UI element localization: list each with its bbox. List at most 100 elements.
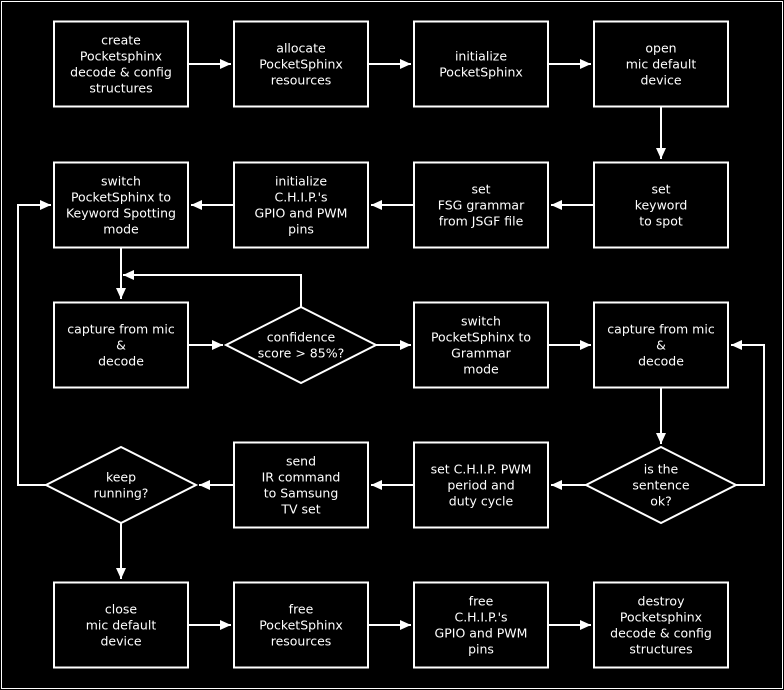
process-box [233, 441, 369, 529]
node-label-line: ok? [650, 494, 672, 509]
node-label-line: decode & config [610, 626, 712, 641]
node-label-line: set [651, 182, 670, 197]
node-label-line: from JSGF file [439, 214, 524, 229]
node-label-line: Pocketsphinx [620, 610, 702, 625]
node-label-line: FSG grammar [438, 198, 525, 213]
node-label-line: decode [98, 354, 144, 369]
node-label-line: keyword [635, 198, 688, 213]
process-box [593, 581, 729, 669]
node-label-line: C.H.I.P.'s [274, 190, 327, 205]
node-label-line: initialize [275, 174, 327, 189]
node-label-line: sentence [632, 478, 690, 493]
node-label-line: PocketSphinx [439, 65, 523, 80]
node-label-line: duty cycle [449, 494, 514, 509]
node-label-line: free [469, 594, 494, 609]
process-box [53, 301, 189, 389]
process-box [413, 20, 549, 108]
process-box [413, 301, 549, 389]
node-label-line: to Samsung [264, 486, 339, 501]
node-label-line: to spot [639, 214, 683, 229]
node-label-line: resources [271, 73, 332, 88]
node-label-line: keep [106, 470, 136, 485]
node-label-line: initialize [455, 49, 507, 64]
process-box [53, 581, 189, 669]
process-box [413, 441, 549, 529]
node-label-line: set [471, 182, 490, 197]
edge-keep-running-loop [17, 200, 51, 486]
node-label-line: mic default [86, 618, 157, 633]
node-label-line: destroy [638, 594, 686, 609]
node-label-line: TV set [280, 502, 320, 517]
node-label-line: open [645, 41, 676, 56]
edge-sentence-no-loop [731, 340, 765, 486]
node-label-line: pins [468, 642, 494, 657]
node-label-line: send [286, 454, 316, 469]
node-label-line: structures [629, 642, 692, 657]
node-label-line: resources [271, 634, 332, 649]
process-box [53, 20, 189, 108]
node-label-line: & [116, 338, 126, 353]
node-label-line: C.H.I.P.'s [454, 610, 507, 625]
node-label-line: & [656, 338, 666, 353]
process-box [593, 161, 729, 249]
node-label-line: GPIO and PWM [435, 626, 528, 641]
node-label-line: confidence [267, 330, 336, 345]
node-label-line: decode [638, 354, 684, 369]
node-label-line: device [100, 634, 141, 649]
node-label-line: capture from mic [607, 322, 715, 337]
node-label-line: mode [463, 362, 499, 377]
process-box [593, 20, 729, 108]
node-label-line: score > 85%? [258, 346, 344, 361]
node-label-line: mode [103, 222, 139, 237]
node-label-line: switch [461, 314, 501, 329]
node-label-line: device [640, 73, 681, 88]
node-label-line: PocketSphinx [259, 618, 343, 633]
node-label-line: pins [288, 222, 314, 237]
node-label-line: mic default [626, 57, 697, 72]
node-capture-1: capture from mic&decode [53, 301, 189, 389]
process-box [593, 301, 729, 389]
node-label-line: Keyword Spotting [66, 206, 176, 221]
node-label-line: create [101, 33, 141, 48]
decision-diamond [223, 305, 379, 385]
node-label-line: switch [101, 174, 141, 189]
decision-diamond [43, 445, 199, 525]
node-label-line: allocate [276, 41, 326, 56]
node-label-line: structures [89, 81, 152, 96]
node-label-line: running? [94, 486, 149, 501]
node-label-line: GPIO and PWM [255, 206, 348, 221]
process-box [233, 161, 369, 249]
node-label-line: close [105, 602, 138, 617]
node-label-line: PocketSphinx to [71, 190, 171, 205]
edge-confidence-no-loop [123, 270, 302, 307]
node-capture-2: capture from mic&decode [593, 301, 729, 389]
node-label-line: is the [644, 462, 679, 477]
process-box [413, 161, 549, 249]
process-box [233, 20, 369, 108]
node-label-line: PocketSphinx [259, 57, 343, 72]
node-label-line: IR command [262, 470, 341, 485]
connector-lines [17, 59, 765, 630]
node-label-line: free [289, 602, 314, 617]
node-label-line: PocketSphinx to [431, 330, 531, 345]
node-label-line: capture from mic [67, 322, 175, 337]
